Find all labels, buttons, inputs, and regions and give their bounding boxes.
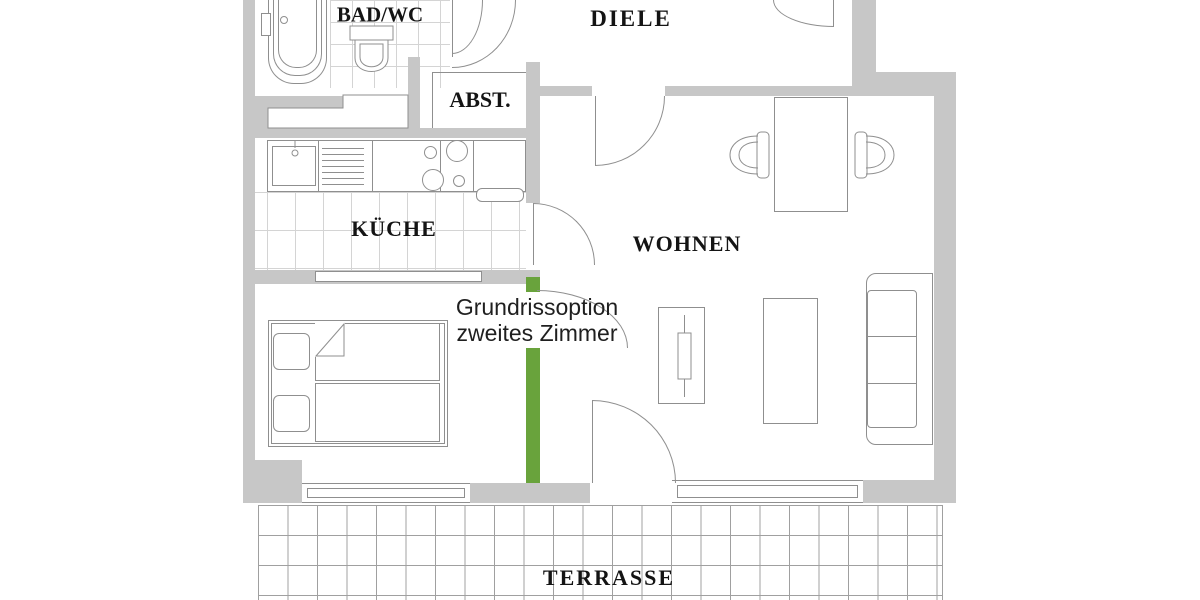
storage-top-line: [432, 72, 526, 73]
stove-burner-small-2: [453, 175, 465, 187]
kitchen-passthrough-window: [315, 271, 482, 282]
bathtub-faucet: [261, 13, 271, 36]
mattress-bottom: [315, 383, 440, 442]
sofa-cushions: [867, 290, 917, 428]
stove-burner-small-1: [424, 146, 437, 159]
room-label-bathroom: BAD/WC: [336, 2, 424, 27]
option-wall-stub: [526, 277, 540, 292]
room-label-living: WOHNEN: [632, 231, 742, 256]
wall-top-right-horizontal: [852, 72, 956, 96]
toilet-icon: [349, 25, 394, 72]
wall-top-right-vertical: [852, 0, 876, 74]
blanket-fold-icon: [314, 322, 345, 357]
wall-corner-bottom-right: [863, 480, 956, 503]
wall-hall-left-segment: [540, 86, 592, 96]
wall-right: [934, 96, 956, 503]
kitchen-sink: [272, 146, 316, 186]
bedroom-window: [302, 483, 470, 503]
nightstand-top: [273, 333, 310, 370]
tv-icon: [677, 315, 692, 397]
entrance-door-arc: [773, 0, 834, 27]
terrace-door-arc: [592, 400, 676, 483]
counter-divider-4: [473, 141, 474, 191]
wall-bottom-middle: [470, 483, 590, 503]
room-label-storage: ABST.: [449, 87, 511, 112]
counter-divider-3: [440, 141, 441, 191]
wall-storage-left: [408, 57, 420, 96]
bath-niche-outline: [267, 94, 409, 129]
chair-right-icon: [854, 131, 895, 179]
room-label-kitchen: KÜCHE: [351, 216, 437, 241]
wall-corner-bottom-left: [243, 460, 302, 503]
bathtub-drain: [280, 16, 288, 24]
bathroom-tile-floor: [330, 0, 450, 88]
bathtub-basin: [278, 0, 317, 68]
terrace-tile-floor: [258, 505, 943, 600]
faucet-icon: [291, 141, 299, 157]
room-label-terrace: TERRASSE: [542, 565, 676, 590]
drainboard-icon: [322, 148, 364, 187]
wall-storage-bottom: [420, 128, 540, 138]
option-note-line1: Grundrissoption: [455, 294, 619, 320]
coffee-table: [763, 298, 818, 424]
nightstand-bottom: [273, 395, 310, 432]
kitchen-door-arc: [533, 203, 595, 265]
storage-door-leaf: [432, 72, 433, 128]
wall-left: [243, 0, 255, 460]
dining-table: [774, 97, 848, 212]
chair-left-icon: [729, 131, 770, 179]
sofa-cushion-divider-2: [868, 383, 916, 384]
stove-burner-large-2: [422, 169, 444, 191]
room-label-hallway: DIELE: [590, 6, 672, 31]
counter-end-unit: [476, 188, 524, 202]
counter-divider-2: [372, 141, 373, 191]
wall-mid-vertical: [526, 62, 540, 203]
kitchen-tile-floor: [255, 192, 526, 270]
option-note-line2: zweites Zimmer: [456, 320, 618, 346]
living-room-window: [672, 480, 863, 503]
counter-divider-1: [318, 141, 319, 191]
sofa-cushion-divider-1: [868, 336, 916, 337]
stove-burner-large-1: [446, 140, 468, 162]
wall-hall-right-segment: [665, 86, 852, 96]
option-wall: [526, 348, 540, 483]
hall-living-door-arc: [595, 96, 665, 166]
